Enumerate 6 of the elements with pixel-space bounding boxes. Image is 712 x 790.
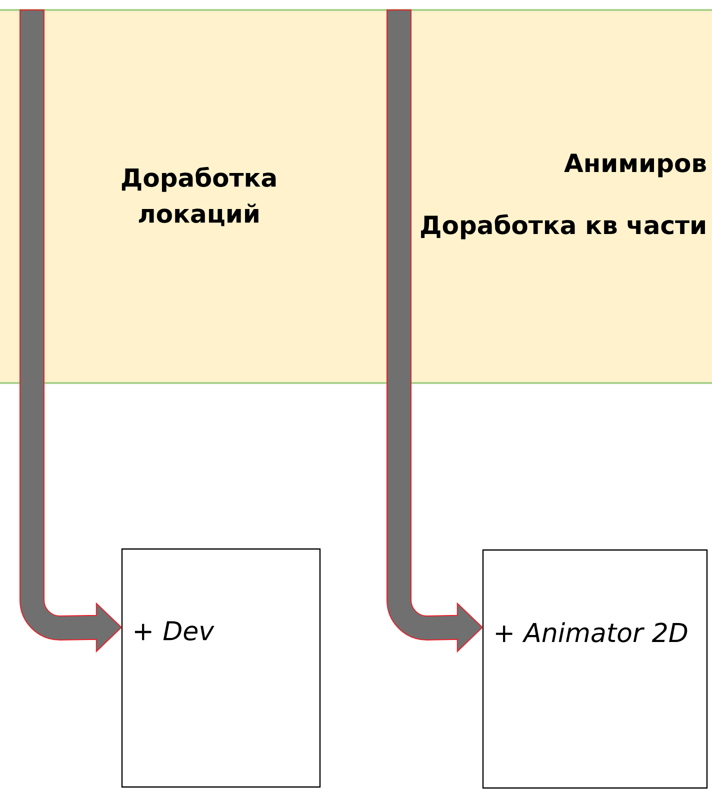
bent-arrow <box>20 10 122 652</box>
role-box: + Animator 2D <box>482 549 708 789</box>
column-band: Доработка локаций <box>0 10 398 383</box>
role-box: + Dev <box>121 548 321 788</box>
column-band: Анимиров Доработка кв части <box>398 10 712 383</box>
bent-arrow <box>386 10 483 652</box>
